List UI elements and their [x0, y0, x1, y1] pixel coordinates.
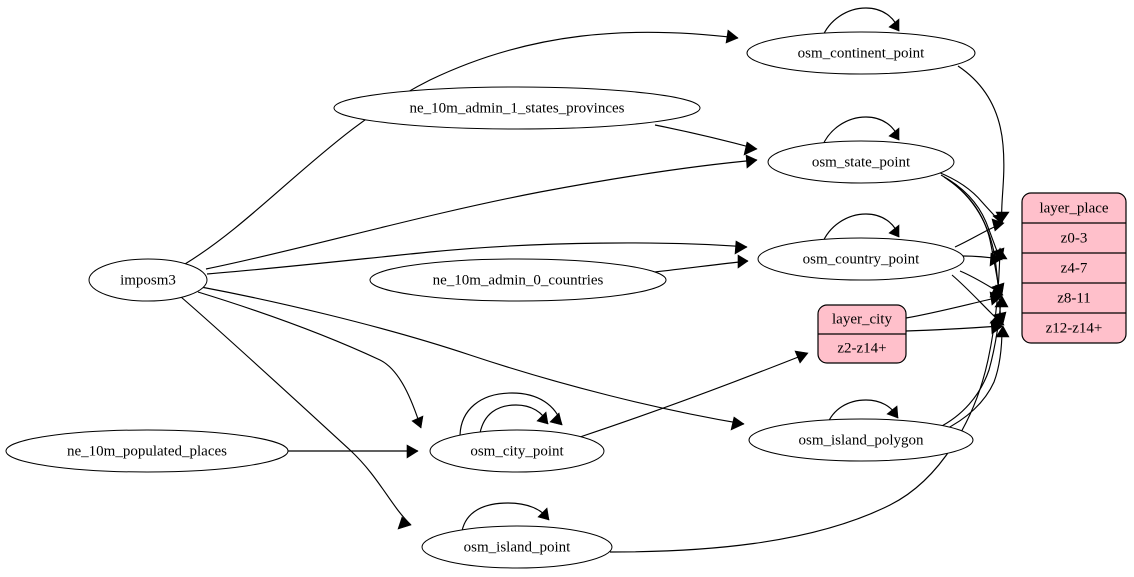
edge-osm_country_point-to-layer_place-z0-3	[954, 218, 1005, 248]
edge-osm_island_polygon-to-layer_place-z8-11	[937, 295, 1009, 429]
node-osm_state_point[interactable]: osm_state_point	[767, 140, 955, 184]
edge-layer_city-to-layer_place-z8-11	[905, 291, 1003, 319]
edge-ne_admin_1-to-osm_state_point	[654, 124, 758, 156]
edge-imposm3-to-osm_city_point	[197, 291, 424, 429]
edge-self-loop-osm_country_point	[821, 213, 900, 245]
node-osm_continent_point[interactable]: osm_continent_point	[746, 31, 976, 75]
node-imposm3[interactable]: imposm3	[88, 258, 208, 302]
edge-osm_city_point-to-layer_city	[579, 350, 809, 438]
nodes-layer: imposm3 ne_10m_admin_1_states_provinces …	[5, 31, 1127, 569]
node-osm_city_point[interactable]: osm_city_point	[429, 429, 605, 473]
record-node-layer_city[interactable]: layer_city z2-z14+	[817, 304, 907, 364]
edge-imposm3-to-osm_continent_point	[184, 29, 739, 265]
edge-self-loop-osm_state_point	[821, 116, 900, 148]
edge-imposm3-to-osm_island_point	[180, 296, 412, 530]
edge-ne_admin_0-to-osm_country_point	[654, 254, 749, 273]
node-ne_10m_admin_0_countries[interactable]: ne_10m_admin_0_countries	[369, 258, 667, 302]
edge-self-loop-osm_continent_point	[821, 7, 900, 39]
edge-self-loop-outer-osm_city_point	[459, 392, 563, 436]
edge-imposm3-to-osm_state_point	[205, 154, 758, 270]
edge-self-loop-inner-osm_city_point	[479, 404, 549, 434]
edge-osm_continent_point-to-layer_place-z0-3	[957, 65, 1010, 223]
edge-imposm3-to-osm_country_point	[206, 240, 748, 275]
node-ne_10m_populated_places[interactable]: ne_10m_populated_places	[5, 429, 289, 473]
edges-layer	[180, 7, 1010, 553]
edge-osm_island_point-to-osm_island_polygon	[609, 247, 1008, 553]
node-osm_island_point[interactable]: osm_island_point	[421, 525, 613, 569]
edge-layer_city-to-layer_place-z12-z14	[905, 320, 1004, 335]
node-osm_island_polygon[interactable]: osm_island_polygon	[748, 418, 974, 462]
edge-ne_populated-to-osm_city_point	[288, 444, 419, 459]
node-osm_country_point[interactable]: osm_country_point	[757, 237, 965, 281]
edge-self-loop-osm_island_polygon	[826, 399, 899, 426]
record-node-layer_place[interactable]: layer_place z0-3 z4-7 z8-11 z12-z14+	[1021, 192, 1127, 344]
edge-self-loop-osm_island_point	[461, 502, 550, 532]
edge-osm_state_point-to-layer_place-z0-3	[937, 171, 1006, 225]
edge-imposm3-to-osm_island_polygon	[200, 286, 745, 431]
node-ne_10m_admin_1_states_provinces[interactable]: ne_10m_admin_1_states_provinces	[333, 86, 701, 130]
edge-osm_island_polygon-to-layer_place-z12-z14	[941, 325, 1010, 432]
